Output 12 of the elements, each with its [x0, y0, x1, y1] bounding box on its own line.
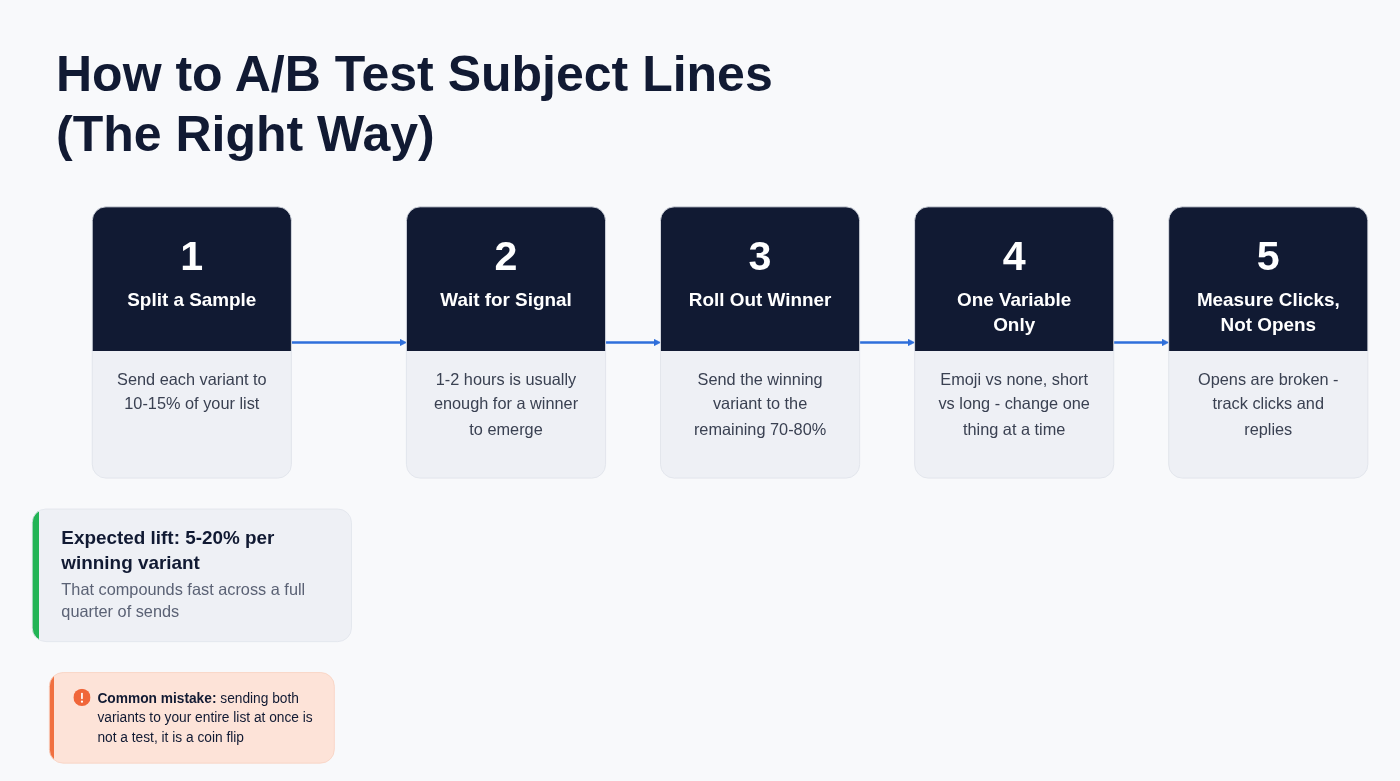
- arrow: [859, 338, 915, 347]
- node-box: Common mistake: sending both variants to your entire list at once is not a test, it is a coin flip: [48, 672, 335, 764]
- node-box: Expected lift: 5-20% per winning variant That compounds fast across a full quarter of sends: [31, 508, 352, 643]
- title: How to A/B Test Subject Lines (The Right Way): [56, 45, 774, 164]
- arrow: [1113, 338, 1170, 347]
- node-box: 4 One Variable Only Emoji vs none, short vs long - change one thing at a time: [914, 206, 1115, 479]
- arrow: [605, 338, 661, 347]
- node-box: 5 Measure Clicks, Not Opens Opens are broken - track clicks and replies: [1168, 206, 1369, 479]
- node-box: 3 Roll Out Winner Send the winning variant to the remaining 70-80%: [660, 206, 861, 479]
- arrow: [291, 338, 407, 347]
- node-box: 2 Wait for Signal 1-2 hours is usually enough for a winner to emerge: [406, 206, 606, 479]
- node-box: 1 Split a Sample Send each variant to 10-15% of your list: [91, 206, 292, 479]
